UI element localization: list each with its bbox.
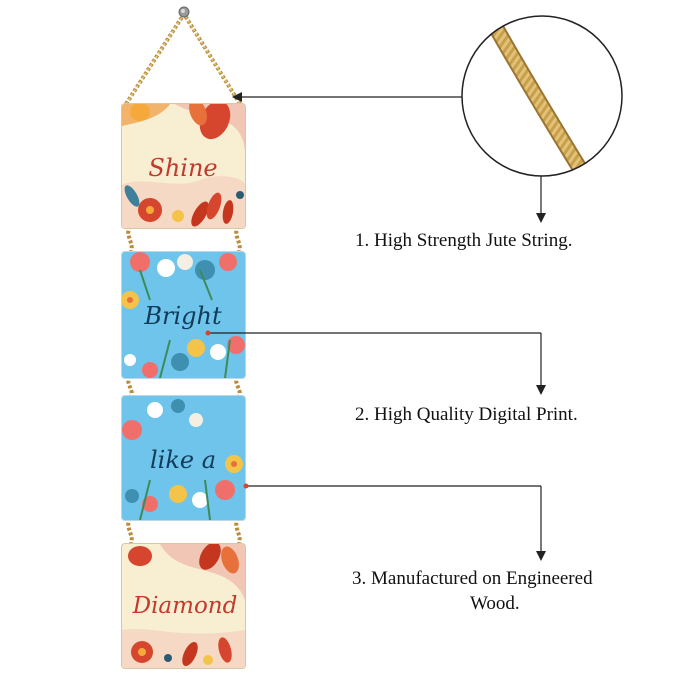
callout-line-3 — [246, 485, 542, 554]
plaque-diamond: Diamond — [121, 543, 246, 669]
callout-caption-2: 2. High Quality Digital Print. — [355, 404, 578, 425]
plaque-bright: Bright — [121, 251, 246, 379]
arrow-left-icon — [232, 92, 242, 102]
callout-caption-1: 1. High Strength Jute String. — [355, 230, 573, 251]
callout-line-2 — [208, 332, 542, 388]
jute-rope-zoom-icon — [461, 15, 623, 177]
arrow-down-icon — [536, 213, 546, 223]
plaque-word-shine: Shine — [148, 154, 217, 182]
hanging-rope — [124, 10, 242, 106]
print-dot — [205, 330, 211, 336]
callout-line-1 — [238, 96, 542, 216]
arrow-down-icon — [536, 385, 546, 395]
plaque-word-like-a: like a — [150, 446, 216, 474]
plaque-word-bright: Bright — [143, 302, 222, 330]
callout-caption-3-line-2: Wood. — [470, 593, 520, 614]
callout-caption-3-line-1: 3. Manufactured on Engineered — [352, 568, 593, 589]
plaque-like-a: like a — [121, 395, 246, 521]
arrow-down-icon — [536, 551, 546, 561]
plaque-shine: Shine — [121, 103, 246, 229]
nail-icon — [178, 6, 190, 18]
wood-dot — [243, 483, 249, 489]
plaque-word-diamond: Diamond — [132, 593, 238, 619]
